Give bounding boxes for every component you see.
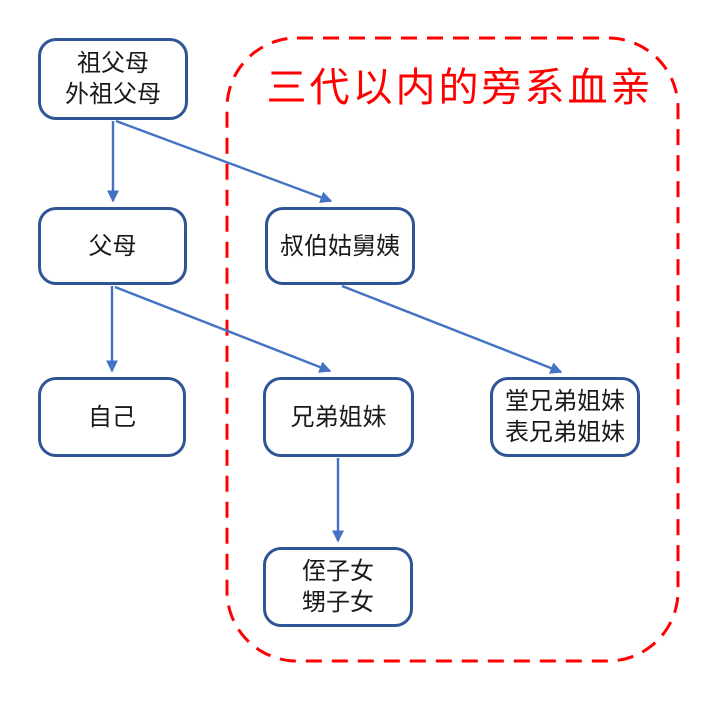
edge-uncles-aunts-cousins [341, 284, 563, 374]
edge-parents-siblings [114, 285, 332, 373]
node-self-line1: 自己 [88, 402, 136, 431]
node-uncles-aunts: 叔伯姑舅姨 [265, 207, 415, 285]
node-cousins: 堂兄弟姐妹 表兄弟姐妹 [490, 377, 640, 457]
node-nephews-nieces-line1: 侄子女 [302, 557, 374, 585]
node-uncles-aunts-line1: 叔伯姑舅姨 [280, 231, 400, 260]
node-cousins-line1: 堂兄弟姐妹 [505, 387, 625, 415]
node-self: 自己 [38, 377, 186, 457]
node-grandparents-line2: 外祖父母 [65, 80, 161, 108]
node-grandparents: 祖父母 外祖父母 [38, 38, 188, 120]
node-nephews-nieces: 侄子女 甥子女 [263, 547, 413, 627]
node-parents-line1: 父母 [88, 231, 137, 260]
node-cousins-line2: 表兄弟姐妹 [505, 418, 625, 446]
edge-grandparents-uncles-aunts [115, 119, 333, 203]
group-dashed-border [225, 36, 680, 663]
node-parents: 父母 [38, 207, 187, 285]
group-title: 三代以内的旁系血亲 [266, 65, 654, 111]
node-siblings: 兄弟姐妹 [263, 377, 414, 457]
node-nephews-nieces-line2: 甥子女 [302, 588, 374, 616]
node-siblings-line1: 兄弟姐妹 [290, 402, 387, 431]
node-grandparents-line1: 祖父母 [77, 49, 149, 77]
